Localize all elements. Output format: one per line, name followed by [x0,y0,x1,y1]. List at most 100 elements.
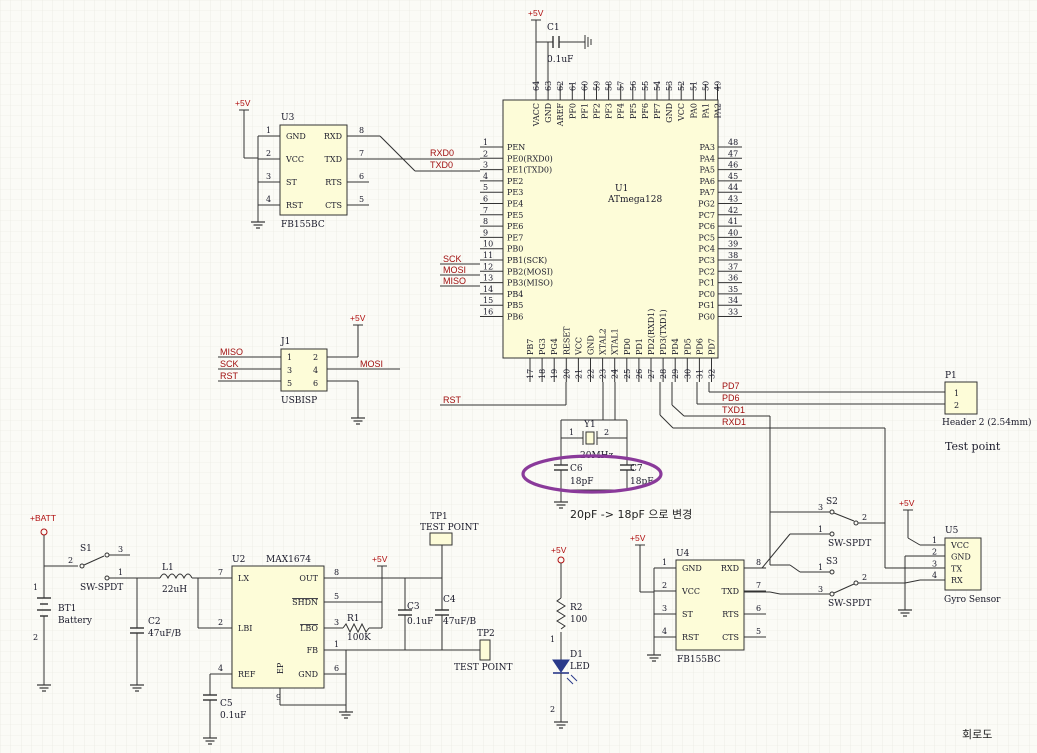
u2-pin-name: LX [238,574,249,583]
mcu-bottom-pins: 17PB718PG319PG420RESET21VCC22GND23XTAL22… [526,309,717,382]
c2-designator: C2 [148,617,161,627]
c1-capacitor: +5V C1 0.1uF [528,8,592,84]
mcu-pin-number: 16 [483,308,493,317]
power-5v-u3: +5V [235,98,251,108]
module-pin-number: 2 [662,581,667,590]
u2-pin-number: 8 [334,568,339,577]
mcu-pin-name: GND [544,103,553,123]
module-pin-number: 3 [266,172,271,181]
mcu-pin-name: PB7 [526,339,535,355]
module-pin-number: 7 [359,149,364,158]
mcu-pin-number: 42 [728,206,738,215]
u2-pin-number: 2 [218,618,223,627]
mcu-pin-name: PA5 [699,166,715,175]
mcu-pin-number: 47 [728,149,738,158]
module-pin-name: CTS [325,201,342,210]
mcu-pin-name: PB1(SCK) [507,256,547,265]
u5-pin-number: 1 [932,536,937,545]
mcu-pin-number: 44 [728,183,738,192]
s2-pin-2: 2 [862,513,867,522]
net-txd0: TXD0 [430,160,453,170]
mcu-pin-name: PD4 [671,338,680,355]
mcu-part: ATmega128 [607,195,662,205]
u5-pin-name: VCC [950,541,969,550]
s2-switch: S2 3 1 2 SW-SPDT [744,497,886,569]
mcu-pin-number: 14 [483,285,493,294]
mcu-pin-name: PA0 [689,103,698,119]
c5-designator: C5 [220,699,233,709]
mcu-pin-name: PE4 [507,200,523,209]
r2-value: 100 [570,615,587,625]
d1-part: LED [570,662,590,672]
u5-pin-number: 3 [932,559,937,568]
module-pin-number: 8 [756,558,761,567]
module-pin-number: 2 [266,149,271,158]
module-pin-name: TXD [722,587,739,596]
d1-designator: D1 [570,650,583,660]
u2-ep-num: 9 [276,693,281,702]
mcu-pin-name: PE6 [507,222,523,231]
mcu-pin-number: 52 [677,81,686,91]
c3-value: 0.1uF [407,617,433,627]
mcu-pin-name: PG3 [538,338,547,355]
mcu-pin-number: 63 [544,81,553,91]
mcu-pin-name: PF3 [605,103,614,119]
mcu-pin-number: 29 [671,369,680,379]
power-5v-u2: +5V [372,554,388,564]
u2-part: MAX1674 [266,555,311,565]
led-section: +5V R2 100 D1 LED 1 2 [550,545,590,729]
mcu-left-pins: 1PEN2PE0(RXD0)3PE1(TXD0)4PE25PE36PE47PE5… [480,138,553,322]
s2-part: SW-SPDT [828,539,871,549]
u2-output-network: +5V R1 100K C3 0.1uF C4 47uF/B TP1 TEST … [324,512,512,675]
module-pin-number: 7 [756,581,761,590]
u5-pin-number: 4 [932,571,937,580]
mcu-pin-number: 38 [728,251,738,260]
u3-designator: U3 [281,113,295,123]
u3-part: FB155BC [281,220,325,230]
mcu-pin-name: PC4 [698,245,715,254]
c6-designator: C6 [570,464,583,474]
mcu-pin-number: 31 [695,369,704,379]
module-pin-name: TXD [325,155,342,164]
power-5v-j1: +5V [350,313,366,323]
mcu-pin-number: 40 [728,228,738,237]
module-pin-number: 1 [266,126,271,135]
module-pin-name: RST [682,633,700,642]
mcu-pin-number: 10 [483,240,493,249]
tp2-part: TEST POINT [454,663,512,673]
module-pin-number: 5 [756,627,761,636]
mcu-pin-name: PC6 [698,222,715,231]
power-input-section: +BATT BT1 Battery 1 2 S1 2 3 1 SW-SPDT L… [30,513,232,692]
mcu-pin-name: GND [587,335,596,355]
s3-pin-1: 1 [818,563,823,572]
mcu-pin-number: 51 [689,81,698,91]
net-rst-mcu: RST [443,395,462,405]
mcu-pin-name: PG1 [698,301,715,310]
y1-pin-1: 1 [569,428,574,437]
u4-bluetooth: U4 FB155BC 1GND2VCC3ST4RST8RXD7TXD6RTS5C… [630,533,766,665]
mcu-pin-number: 19 [550,369,559,379]
u5-part: Gyro Sensor [944,595,1001,605]
pd-nets: PD7 PD6 TXD1 RXD1 [659,381,945,565]
mcu-pin-name: PD7 [708,338,717,355]
mcu-pin-number: 26 [635,369,644,379]
c1-value: 0.1uF [547,55,573,65]
p1-pin-1: 1 [954,389,959,398]
r2-designator: R2 [570,603,583,613]
caption: 회로도 [962,728,992,741]
mcu-pin-number: 60 [580,81,589,91]
mcu-pin-number: 64 [532,81,541,91]
mcu-pin-name: PB2(MOSI) [507,267,553,276]
mcu-pin-name: PB6 [507,313,523,322]
j1-part: USBISP [281,396,317,406]
tp2-designator: TP2 [477,629,495,639]
c4-designator: C4 [443,595,456,605]
mcu-pin-name: PC1 [698,279,715,288]
mcu-pin-name: PF0 [568,103,577,119]
module-pin-name: ST [286,178,297,187]
mcu-pin-name: PB0 [507,245,523,254]
j1-pin-2: 2 [313,353,318,362]
s1-pin-1: 1 [118,568,123,577]
mcu-pin-name: PC0 [698,290,715,299]
